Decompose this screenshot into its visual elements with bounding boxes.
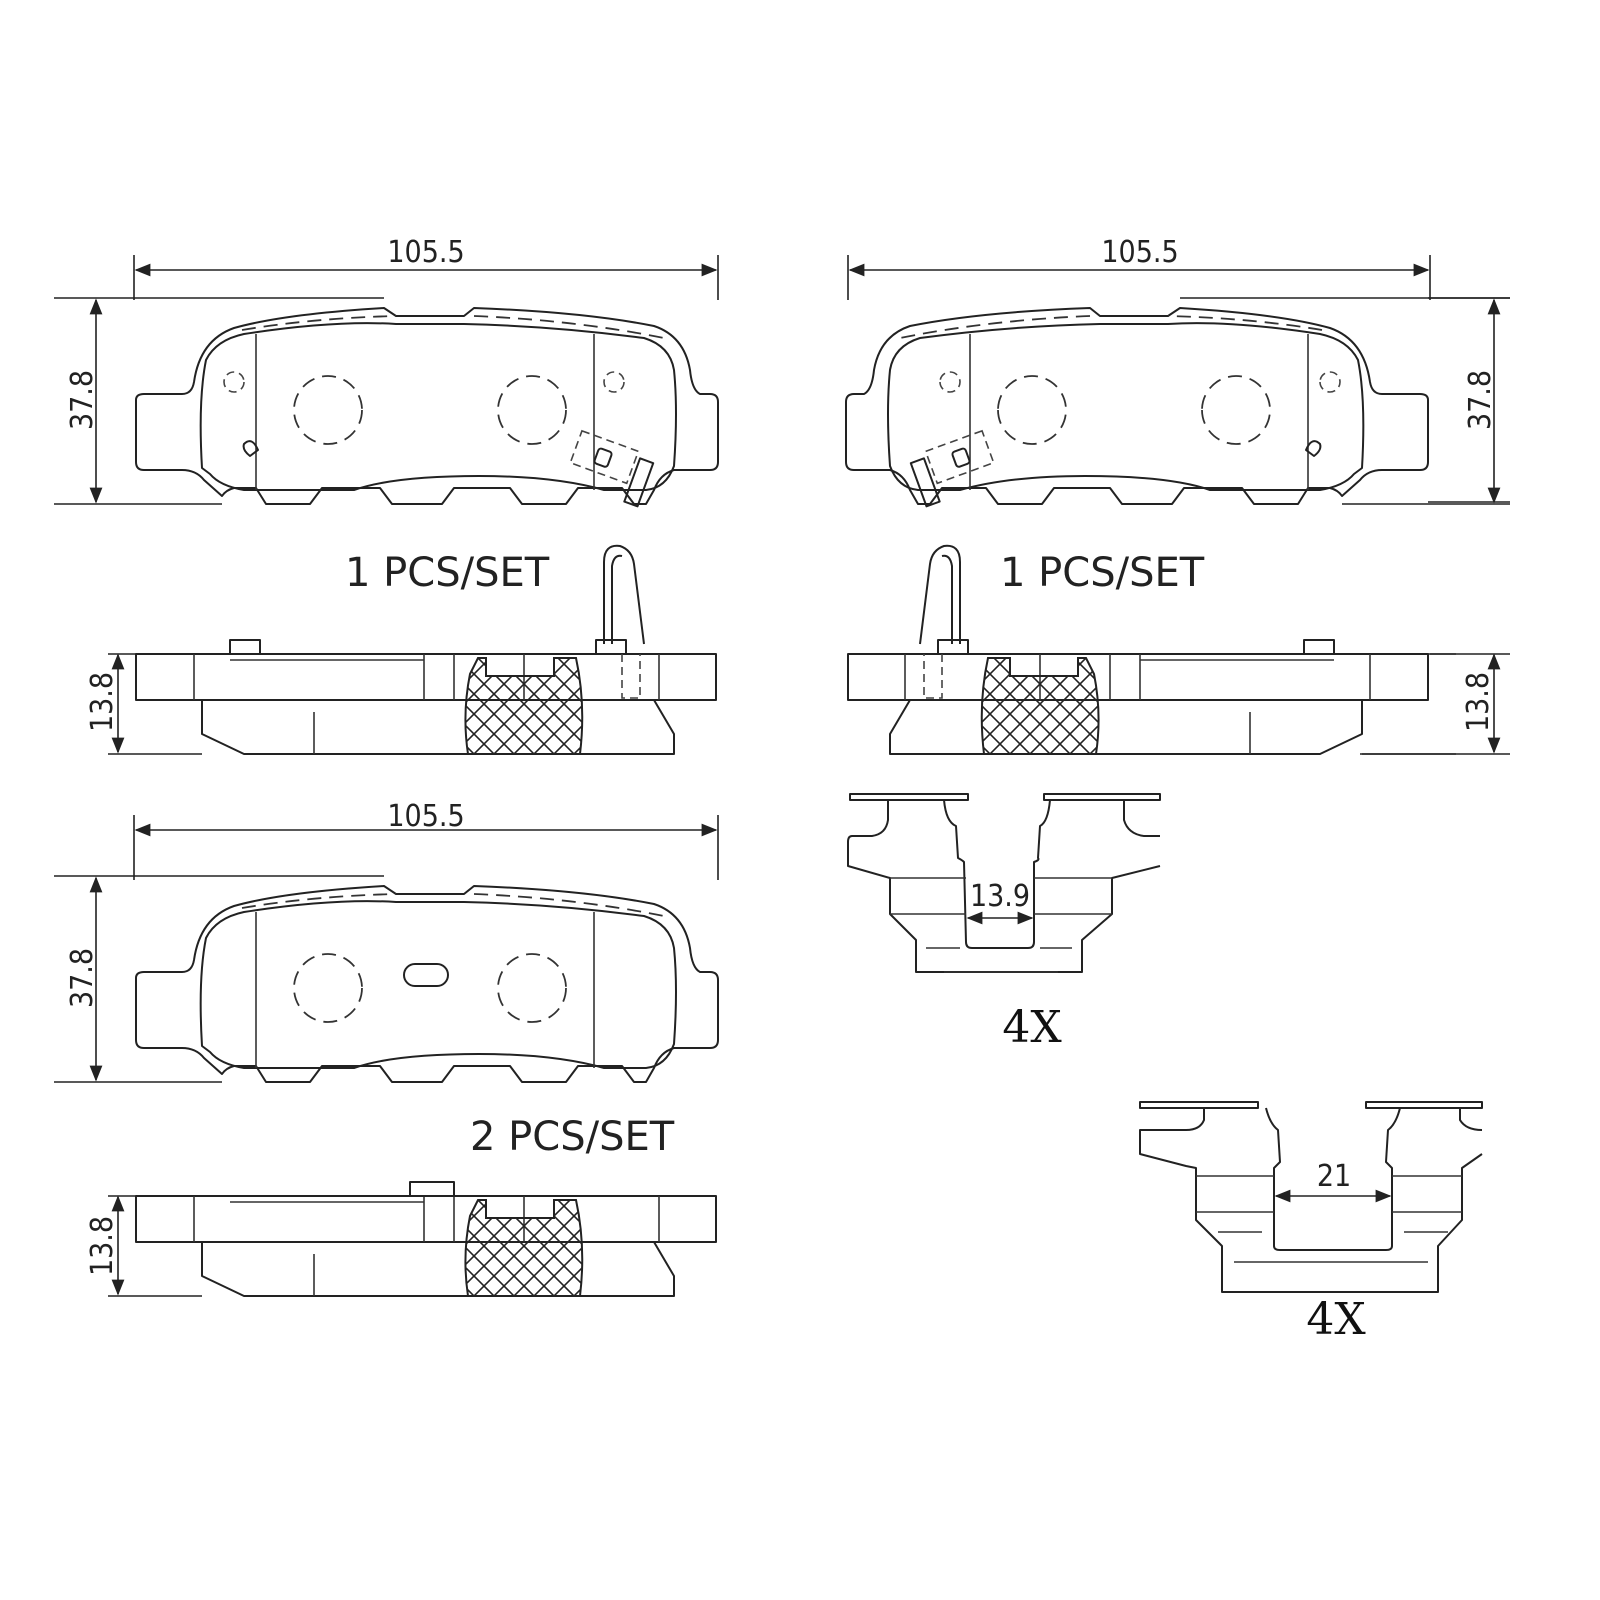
pad-top-left: 105.5 37.8 1 PCS/SET 13.8 [53,235,719,755]
quantity-label: 4X [1002,1002,1062,1053]
quantity-label: 1 PCS/SET [1000,550,1205,596]
wear-sensor-icon [569,429,655,508]
height-dimension: 37.8 [1463,370,1498,430]
clip-2: 21 4X [1139,1101,1483,1345]
thickness-dimension: 13.8 [85,672,120,732]
width-dimension: 13.9 [970,879,1030,914]
width-dimension: 105.5 [387,235,464,270]
width-dimension: 105.5 [387,799,464,834]
width-dimension: 105.5 [1101,235,1178,270]
height-dimension: 37.8 [65,370,100,430]
clip-1: 13.9 4X [847,793,1161,1053]
quantity-label: 1 PCS/SET [345,550,550,596]
height-dimension: 37.8 [65,948,100,1008]
thickness-dimension: 13.8 [85,1216,120,1276]
quantity-label: 4X [1306,1294,1366,1345]
quantity-label: 2 PCS/SET [470,1114,675,1160]
thickness-dimension: 13.8 [1461,672,1496,732]
pad-top-right: 105.5 37.8 1 PCS/SET 13.8 [845,235,1511,755]
wear-sensor-icon [909,429,995,508]
width-dimension: 21 [1317,1159,1351,1194]
pad-bottom-left: 105.5 37.8 2 PCS/SET 13.8 [53,799,719,1297]
